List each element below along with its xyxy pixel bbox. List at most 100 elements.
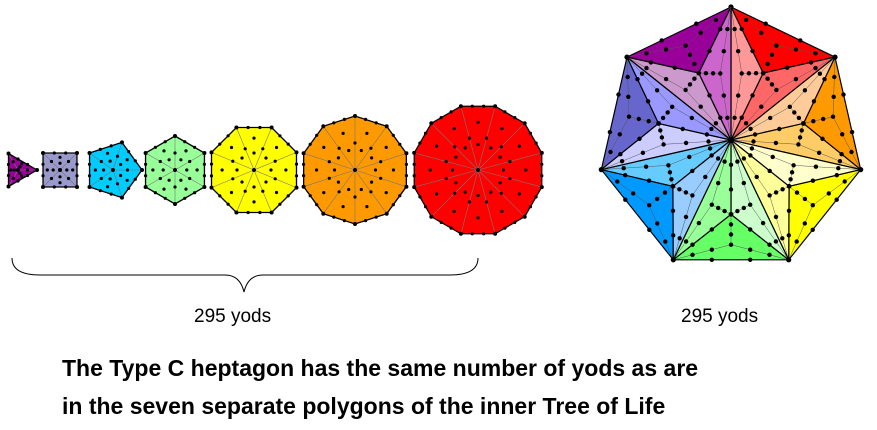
left-yod-count: 295 yods (194, 306, 272, 327)
yod-dot (765, 61, 770, 67)
yod-dot (796, 142, 801, 147)
yod-dot (258, 210, 262, 215)
yod-dot (528, 205, 533, 209)
yod-dot (528, 131, 533, 135)
yod-dot (659, 38, 664, 43)
yod-dot (619, 159, 625, 164)
yod-dot (793, 47, 799, 52)
yod-dot (151, 168, 155, 172)
yod-dot (707, 48, 712, 54)
yod-dot (108, 177, 112, 181)
yod-dot (760, 220, 766, 226)
yod-dot (524, 168, 528, 172)
yod-dot (739, 115, 744, 120)
yod-dot (732, 115, 737, 121)
yod-dot (98, 147, 102, 151)
yod-dot (209, 174, 214, 178)
sub-line (730, 106, 790, 141)
yod-dot (713, 121, 719, 126)
yod-dot (467, 200, 472, 204)
yod-dot (665, 110, 670, 115)
yod-dot (106, 185, 110, 189)
yod-dot (252, 151, 256, 155)
yod-dot (647, 227, 652, 232)
yod-dot (760, 70, 766, 76)
yod-dot (58, 155, 62, 159)
yod-dot (75, 151, 79, 155)
yod-dot (337, 146, 341, 150)
yod-dot (463, 146, 467, 150)
yod-dot (640, 150, 646, 155)
yod-dot (52, 185, 56, 189)
yod-dot (735, 208, 740, 214)
yod-dot (522, 121, 527, 126)
yod-dot (763, 21, 768, 26)
yod-dot (41, 185, 45, 189)
sub-line (673, 204, 712, 260)
yod-dot (58, 168, 62, 172)
yod-dot (20, 162, 24, 166)
yod-dot (646, 178, 652, 183)
sub-line (788, 186, 813, 206)
yod-dot (119, 162, 123, 167)
yod-dot (666, 163, 671, 168)
yod-dot (41, 151, 45, 155)
yod-dot (458, 231, 463, 236)
yod-dot (231, 177, 235, 181)
yod-dot (12, 168, 16, 172)
yod-dot (369, 190, 373, 194)
yod-dot (513, 116, 517, 120)
yod-dot (540, 162, 544, 166)
sub-line (730, 73, 742, 141)
yod-dot (501, 168, 506, 172)
yod-dot (735, 159, 740, 164)
yod-dot (264, 156, 268, 160)
yod-dot (709, 227, 714, 232)
yod-dot (454, 155, 458, 159)
yod-dot (274, 145, 279, 150)
yod-dot (458, 104, 463, 109)
yod-dot (252, 168, 256, 172)
yod-dot (713, 17, 719, 23)
yod-dot (294, 162, 299, 166)
yod-dot (786, 183, 792, 189)
yod-dot (11, 176, 15, 180)
yod-dot (660, 115, 666, 121)
yod-dot (751, 139, 756, 144)
yod-dot (218, 142, 222, 146)
yod-dot (143, 151, 148, 155)
yod-dot (773, 190, 779, 195)
yod-dot (654, 196, 660, 202)
sub-line (763, 45, 777, 74)
yod-dot (728, 242, 734, 247)
yod-dot (274, 190, 279, 195)
yod-dot (801, 121, 806, 126)
yod-dot (183, 196, 187, 200)
yod-dot (240, 180, 244, 184)
yod-dot (670, 208, 676, 213)
yod-dot (365, 131, 369, 135)
yod-dot (106, 151, 110, 155)
yod-dot (398, 142, 402, 146)
sub-line (789, 106, 804, 124)
yod-dot (663, 76, 669, 82)
yod-dot (449, 226, 453, 230)
sub-line (803, 116, 834, 124)
yod-dot (837, 159, 843, 164)
yod-dot (840, 132, 845, 137)
yod-dot (709, 247, 714, 252)
yod-dot (115, 154, 120, 158)
heptagon-vertex (670, 257, 676, 263)
yod-dot (616, 92, 621, 97)
yod-dot (444, 176, 448, 181)
yod-dot (672, 65, 677, 70)
yod-dot (493, 231, 498, 236)
yod-dot (162, 187, 166, 191)
yod-dot (391, 203, 395, 207)
yod-dot (234, 210, 239, 215)
yod-dot (158, 176, 162, 181)
yod-dot (811, 99, 817, 104)
sub-line (832, 116, 861, 170)
yod-dot (680, 126, 685, 132)
yod-dot (209, 162, 214, 166)
